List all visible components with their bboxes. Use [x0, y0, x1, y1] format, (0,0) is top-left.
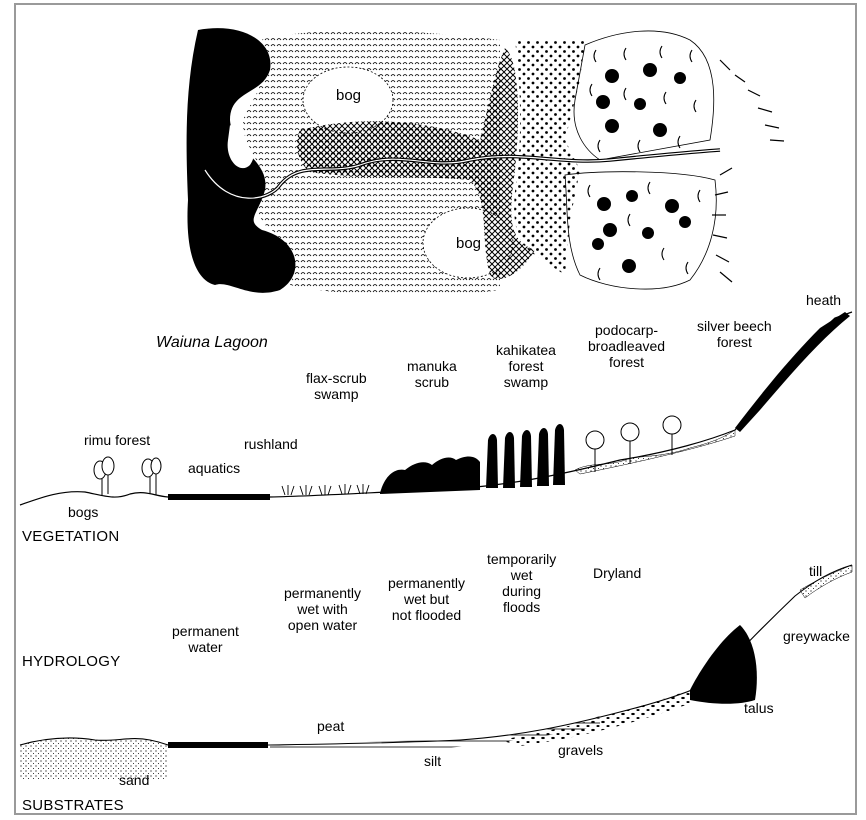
- peat-label: peat: [317, 718, 344, 734]
- bog-label-upper: bog: [336, 88, 361, 104]
- gravel-layer: [500, 690, 700, 746]
- map-plan-view: [187, 28, 784, 295]
- bogs-label: bogs: [68, 504, 98, 520]
- talus-layer: [690, 625, 757, 704]
- till-layer: [800, 565, 852, 598]
- gravels-label: gravels: [558, 742, 603, 758]
- vegetation-section-label: VEGETATION: [22, 528, 119, 545]
- sand-label: sand: [119, 772, 149, 788]
- rushland-label: rushland: [244, 436, 298, 452]
- silt-label: silt: [424, 753, 441, 769]
- manuka-shrubs: [380, 456, 480, 494]
- aquatics-water: [168, 494, 270, 500]
- lagoon-title: Waiuna Lagoon: [156, 334, 268, 352]
- rimu-label: rimu forest: [84, 432, 150, 448]
- greywacke-label: greywacke: [783, 628, 850, 644]
- talus-label: talus: [744, 700, 774, 716]
- podocarp-region: [574, 31, 714, 160]
- lagoon-bed: [168, 742, 268, 748]
- substrates-section-label: SUBSTRATES: [22, 797, 124, 814]
- heath-label: heath: [806, 292, 841, 308]
- bog-label-lower: bog: [456, 236, 481, 252]
- till-label: till: [809, 563, 822, 579]
- dryland-label: Dryland: [593, 565, 641, 581]
- aquatics-label: aquatics: [188, 460, 240, 476]
- hydrology-section-label: HYDROLOGY: [22, 653, 121, 670]
